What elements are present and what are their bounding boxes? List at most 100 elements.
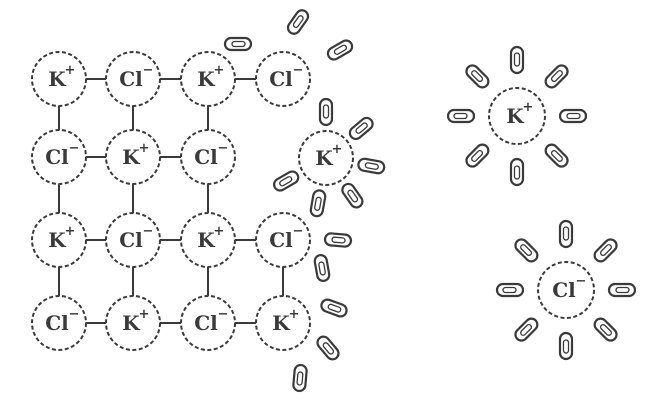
lattice-potassium-ion: K+ (105, 295, 161, 351)
water-body (357, 157, 386, 175)
potassium-symbol: K (197, 228, 215, 252)
positive-charge: + (289, 307, 300, 322)
water-body (514, 238, 539, 263)
lattice-chloride-ion: Cl− (180, 129, 236, 185)
water-molecule (558, 331, 574, 361)
potassium-symbol: K (48, 228, 66, 252)
negative-charge: − (69, 141, 80, 156)
water-molecule (509, 157, 525, 187)
ion-circle (105, 51, 161, 107)
negative-charge: − (143, 63, 154, 78)
ion-circle (31, 129, 87, 185)
ion-circle (488, 87, 546, 145)
water-inner (347, 189, 359, 203)
water-molecule (341, 182, 364, 209)
water-body (341, 182, 364, 209)
water-molecule (273, 170, 300, 192)
water-inner (566, 112, 581, 120)
ion-circle (180, 212, 236, 268)
water-inner (502, 286, 517, 294)
negative-charge: − (69, 307, 80, 322)
water-inner (364, 162, 379, 170)
ions: K+Cl−K+Cl−Cl−K+Cl−K+Cl−K+Cl−Cl−K+Cl−K+K+… (31, 51, 595, 351)
water-molecule (357, 157, 386, 175)
negative-charge: − (293, 224, 304, 239)
water-molecule (495, 282, 525, 298)
water-body (509, 157, 525, 187)
chloride-symbol: Cl (119, 228, 143, 252)
water-inner (314, 196, 322, 211)
water-inner (322, 104, 330, 119)
water-inner (520, 244, 533, 257)
lattice-potassium-ion: K+ (180, 212, 236, 268)
ion-circle (31, 51, 87, 107)
water-molecule (326, 39, 354, 61)
ion-circle (255, 51, 311, 107)
ion-circle (31, 212, 87, 268)
positive-charge: + (139, 307, 150, 322)
water-inner (471, 70, 484, 83)
water-inner (327, 303, 342, 313)
chloride-symbol: Cl (194, 145, 218, 169)
water-inner (279, 176, 293, 187)
water-inner (562, 226, 570, 241)
chloride-symbol: Cl (45, 145, 69, 169)
water-body (446, 108, 476, 124)
water-inner (333, 44, 348, 55)
water-body (318, 97, 334, 127)
water-body (326, 39, 354, 61)
lattice-chloride-ion: Cl− (105, 51, 161, 107)
water-molecule (509, 45, 525, 75)
water-molecule (309, 189, 327, 218)
positive-charge: + (214, 63, 225, 78)
hydrated-potassium-ion: K+ (488, 87, 546, 145)
potassium-symbol: K (197, 67, 215, 91)
negative-charge: − (293, 63, 304, 78)
lattice-potassium-ion: K+ (31, 51, 87, 107)
water-inner (550, 149, 563, 162)
ion-circle (105, 129, 161, 185)
water-body (607, 282, 637, 298)
ion-circle (105, 212, 161, 268)
chloride-symbol: Cl (194, 311, 218, 335)
water-molecule (544, 143, 569, 168)
water-body (223, 36, 253, 52)
water-inner (331, 236, 346, 244)
water-body (558, 108, 588, 124)
water-molecule (544, 64, 569, 89)
lattice-chloride-ion: Cl− (180, 295, 236, 351)
potassium-symbol: K (272, 311, 290, 335)
negative-charge: − (218, 307, 229, 322)
ion-circle (255, 212, 311, 268)
negative-charge: − (218, 141, 229, 156)
water-body (465, 64, 490, 89)
lattice-bonds (58, 78, 284, 324)
water-body (593, 317, 618, 342)
water-inner (322, 342, 335, 355)
water-molecule (318, 97, 334, 127)
potassium-symbol: K (506, 104, 524, 128)
ion-circle (255, 295, 311, 351)
positive-charge: + (523, 100, 534, 115)
ion-circle (180, 51, 236, 107)
water-molecule (348, 116, 374, 141)
water-body (348, 116, 374, 141)
water-body (292, 363, 308, 393)
hydrated-chloride-ion: Cl− (537, 261, 595, 319)
chloride-symbol: Cl (552, 278, 576, 302)
positive-charge: + (139, 141, 150, 156)
chloride-symbol: Cl (269, 67, 293, 91)
water-molecule (514, 317, 539, 342)
water-molecule (593, 317, 618, 342)
chloride-symbol: Cl (269, 228, 293, 252)
lattice-chloride-ion: Cl− (255, 51, 311, 107)
water-molecule (320, 298, 348, 318)
water-molecule (313, 254, 331, 282)
water-inner (513, 52, 521, 67)
water-body (495, 282, 525, 298)
positive-charge: + (65, 63, 76, 78)
water-molecule (286, 9, 310, 35)
potassium-symbol: K (315, 146, 333, 170)
ion-circle (537, 261, 595, 319)
